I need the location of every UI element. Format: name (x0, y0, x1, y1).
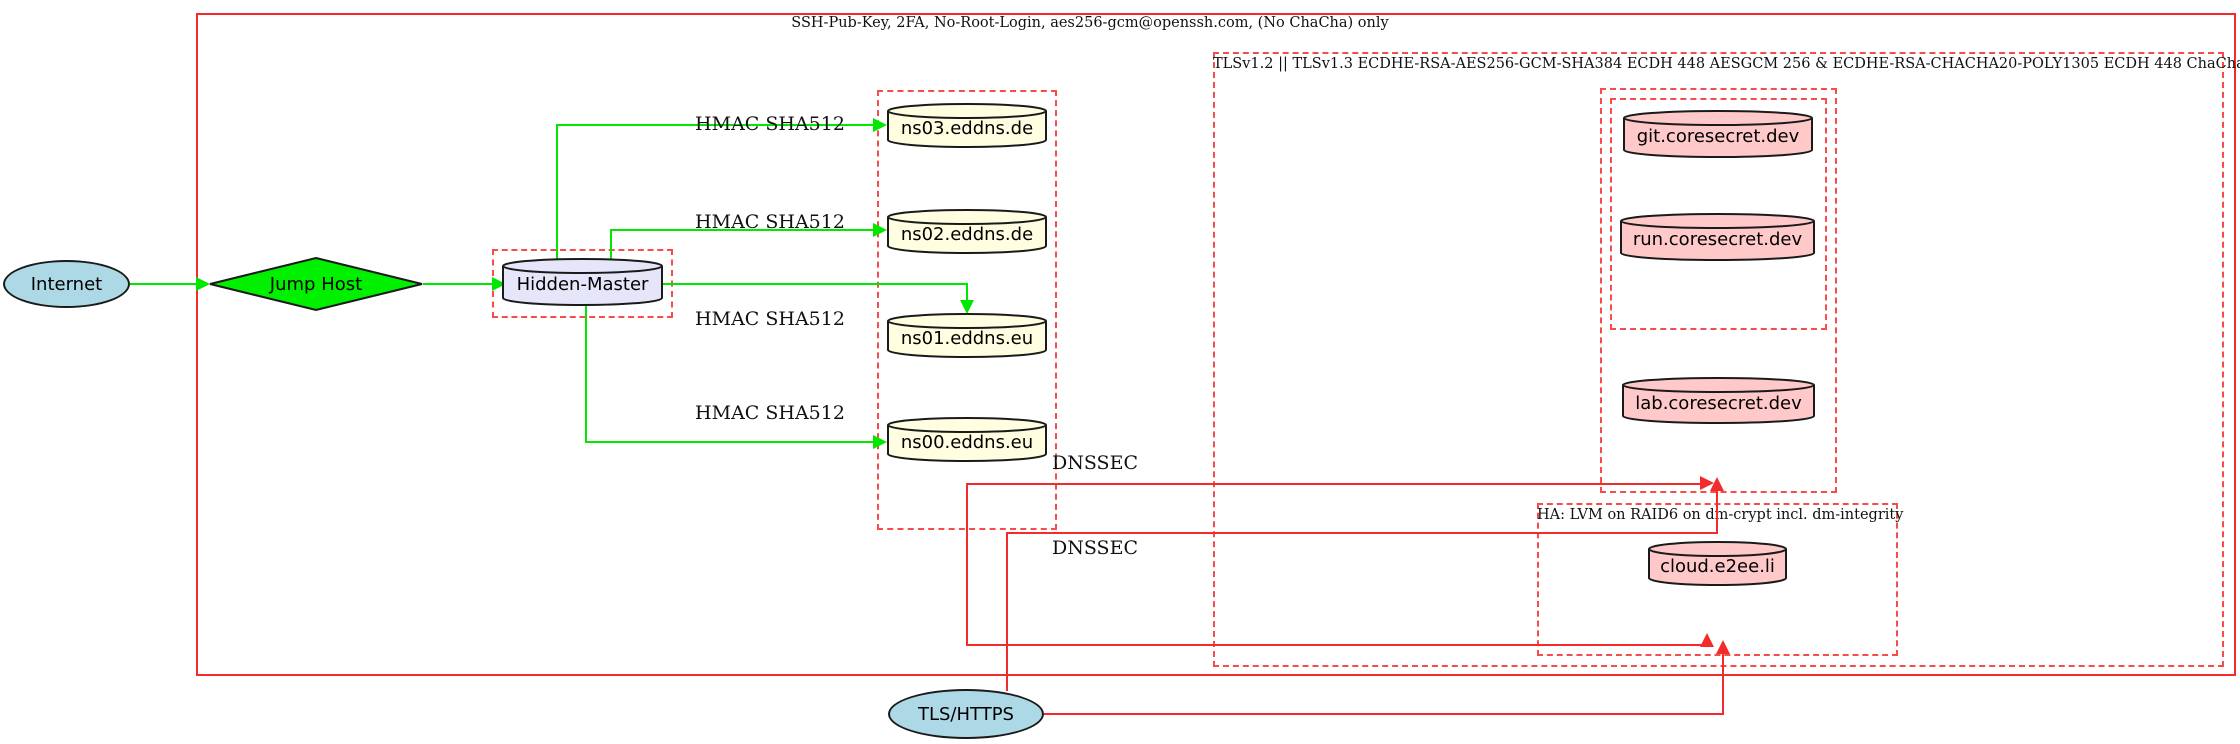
edge-dnssec-coresecret-h (966, 483, 1702, 485)
edge-master-ns00-h (585, 441, 874, 443)
node-hidden-master: Hidden-Master (502, 258, 663, 306)
node-ns03-label: ns03.eddns.de (900, 117, 1034, 139)
edge-label-hmac-ns02: HMAC SHA512 (695, 211, 845, 233)
edge-master-ns01-h (663, 283, 967, 285)
node-ns02-label: ns02.eddns.de (900, 223, 1034, 245)
tls-zone-label: TLSv1.2 || TLSv1.3 ECDHE-RSA-AES256-GCM-… (1213, 56, 2240, 72)
edge-jumphost-master (423, 283, 493, 285)
arrowhead-ns00 (873, 435, 887, 449)
node-hidden-master-label: Hidden-Master (516, 274, 649, 295)
edge-label-hmac-ns00: HMAC SHA512 (695, 402, 845, 424)
node-tls-https: TLS/HTTPS (888, 689, 1044, 739)
node-ns00: ns00.eddns.eu (887, 417, 1047, 462)
node-lab-label: lab.coresecret.dev (1635, 392, 1802, 414)
ssh-zone-label: SSH-Pub-Key, 2FA, No-Root-Login, aes256-… (791, 15, 1389, 31)
node-ns00-label: ns00.eddns.eu (900, 431, 1034, 453)
edge-master-ns03-h (556, 124, 874, 126)
edge-tls-coresecret-v1 (1006, 533, 1008, 691)
node-run-label: run.coresecret.dev (1632, 229, 1803, 250)
ssh-security-zone (196, 13, 2236, 676)
edge-master-ns00-v (585, 305, 587, 442)
node-run: run.coresecret.dev (1620, 213, 1815, 261)
node-ns01: ns01.eddns.eu (887, 313, 1047, 358)
arrowhead-tls-coresecret (1710, 477, 1724, 491)
arrowhead-tls-ha (1716, 640, 1730, 654)
arrowhead-internet-jumphost (196, 277, 210, 291)
edge-master-ns03-v (556, 125, 558, 260)
edge-tls-coresecret-h (1006, 532, 1718, 534)
edge-master-ns02-v (610, 230, 612, 260)
node-git-label: git.coresecret.dev (1636, 126, 1800, 147)
edge-tls-ha-v (1722, 652, 1724, 715)
edge-label-hmac-ns03: HMAC SHA512 (695, 113, 845, 135)
node-internet-label: Internet (30, 273, 103, 295)
node-cloud-label: cloud.e2ee.li (1660, 555, 1775, 577)
coresecret-cluster (1600, 88, 1837, 493)
edge-label-dnssec-2: DNSSEC (1052, 537, 1138, 559)
node-jump-host-label: Jump Host (269, 273, 363, 295)
node-internet: Internet (3, 260, 130, 308)
edge-master-ns01-v (966, 283, 968, 301)
arrowhead-ns03 (873, 118, 887, 132)
edge-label-hmac-ns01: HMAC SHA512 (695, 308, 845, 330)
node-tls-https-label: TLS/HTTPS (917, 703, 1014, 725)
arrowhead-dnssec-ha (1700, 633, 1714, 647)
edge-internet-jumphost (130, 283, 197, 285)
arrowhead-ns02 (873, 223, 887, 237)
node-git: git.coresecret.dev (1623, 110, 1813, 158)
node-cloud: cloud.e2ee.li (1648, 541, 1787, 586)
diamond-shape (209, 256, 423, 312)
edge-master-ns02-h (610, 229, 874, 231)
edge-dnssec-ha-h (966, 644, 1702, 646)
edge-label-dnssec-1: DNSSEC (1052, 452, 1138, 474)
node-ns03: ns03.eddns.de (887, 103, 1047, 148)
edge-tls-coresecret-v2 (1716, 489, 1718, 534)
ha-cluster-label: HA: LVM on RAID6 on dm-crypt incl. dm-in… (1537, 507, 1904, 523)
node-lab: lab.coresecret.dev (1622, 377, 1815, 424)
tls-zone (1213, 52, 2224, 667)
node-jump-host: Jump Host (208, 256, 424, 312)
node-ns01-label: ns01.eddns.eu (900, 327, 1034, 349)
edge-dnssec-shared-v (966, 483, 968, 646)
edge-tls-ha-h (1044, 713, 1724, 715)
node-ns02: ns02.eddns.de (887, 209, 1047, 254)
coresecret-inner-cluster (1610, 98, 1827, 330)
arrowhead-ns01 (960, 300, 974, 314)
